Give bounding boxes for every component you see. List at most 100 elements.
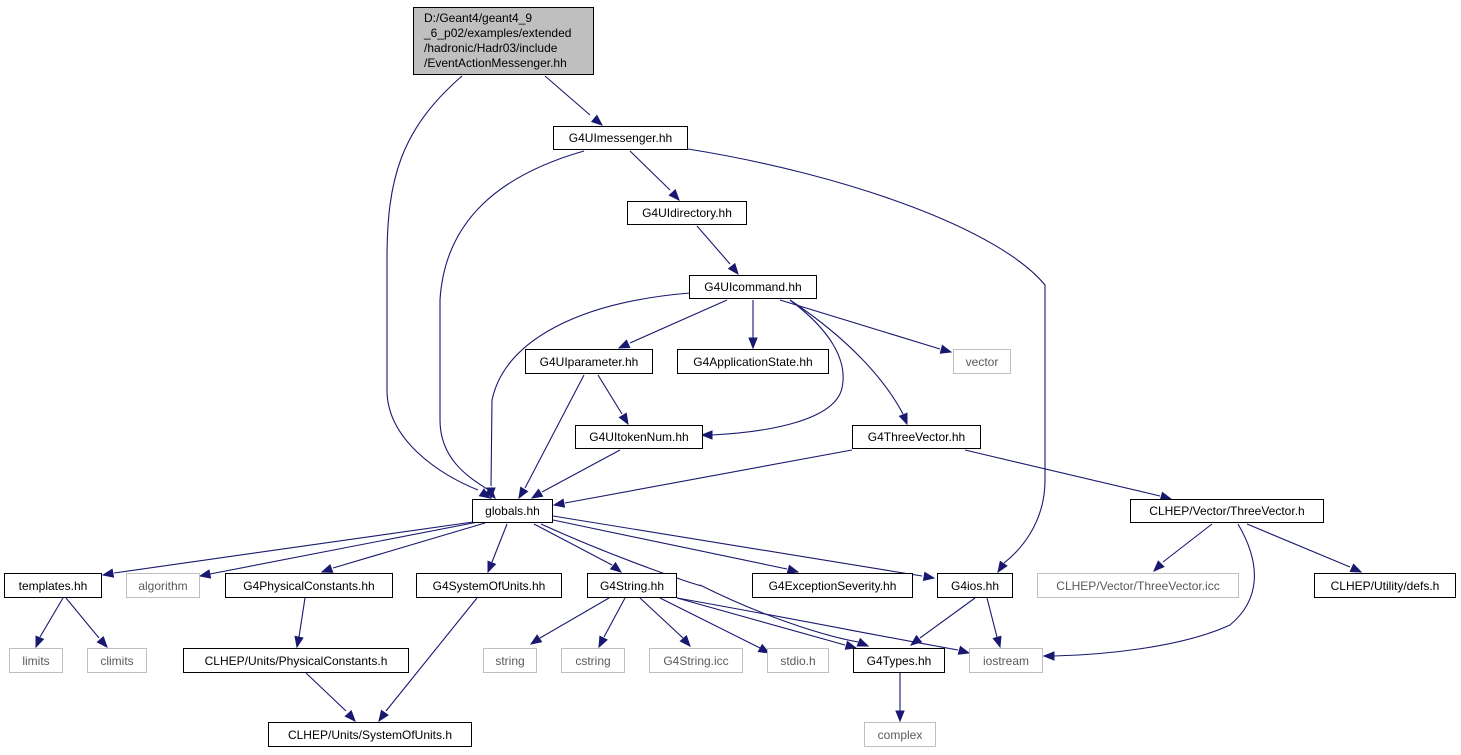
- edge-globals-to-templates: [101, 521, 474, 578]
- edge-line: [1053, 523, 1255, 657]
- edge-arrowhead: [786, 564, 800, 574]
- edge-g4string-to-cstring: [598, 597, 626, 649]
- edge-line: [332, 522, 486, 569]
- edge-arrowhead: [856, 637, 870, 647]
- node-clhep-systemofunits[interactable]: CLHEP/Units/SystemOfUnits.h: [268, 722, 472, 747]
- edge-arrowhead: [1042, 651, 1055, 661]
- edge-g4ios-to-iostream: [986, 597, 1002, 649]
- node-g4string[interactable]: G4String.hh: [587, 573, 677, 598]
- edge-g4threevector-to-globals: [552, 449, 853, 508]
- edge-line: [113, 521, 474, 574]
- node-g4uimessenger[interactable]: G4UImessenger.hh: [553, 126, 688, 150]
- edge-line: [539, 597, 610, 639]
- node-g4exceptionseverity[interactable]: G4ExceptionSeverity.hh: [752, 573, 913, 598]
- edge-g4uiparameter-to-globals: [518, 374, 585, 500]
- edge-line: [439, 150, 585, 490]
- edge-g4uicommand-to-g4threevector: [789, 299, 908, 426]
- edge-g4string-to-stdio: [659, 597, 771, 654]
- edge-g4uicommand-to-globals: [486, 292, 691, 500]
- node-g4physicalconstants[interactable]: G4PhysicalConstants.hh: [225, 573, 393, 598]
- edge-globals-to-g4ios: [552, 515, 936, 581]
- node-globals[interactable]: globals.hh: [472, 499, 553, 523]
- edge-g4string-to-iostream: [676, 597, 971, 655]
- edge-g4uicommand-to-g4uiparameter: [617, 299, 728, 349]
- edge-globals-to-algorithm: [198, 521, 479, 579]
- edge-line: [919, 597, 976, 639]
- node-g4uiparameter[interactable]: G4UIparameter.hh: [525, 349, 653, 374]
- edge-arrowhead: [529, 634, 543, 645]
- edge-g4threevector-to-clhep-threevector-h: [964, 449, 1173, 501]
- node-g4ios[interactable]: G4ios.hh: [937, 573, 1013, 598]
- edge-line: [564, 449, 853, 504]
- edge-line: [603, 597, 626, 638]
- edge-line: [533, 523, 613, 566]
- edge-arrowhead: [844, 640, 858, 650]
- edge-g4ios-to-g4types: [909, 597, 976, 646]
- edge-line: [597, 374, 623, 415]
- edge-arrowhead: [518, 486, 529, 500]
- edge-arrowhead: [487, 560, 497, 574]
- edge-g4string-to-string: [529, 597, 610, 645]
- node-clhep-physicalconstants[interactable]: CLHEP/Units/PhysicalConstants.h: [183, 648, 409, 673]
- edge-arrowhead: [101, 568, 115, 578]
- edge-globals-to-g4exceptionseverity: [552, 519, 800, 574]
- edge-line: [696, 225, 731, 265]
- edge-line: [789, 299, 904, 415]
- edge-arrowhead: [997, 560, 1008, 574]
- edge-arrowhead: [957, 645, 971, 655]
- edge-arrowhead: [700, 430, 713, 440]
- edge-g4uimessenger-to-g4ios: [687, 148, 1046, 574]
- edge-line: [541, 449, 621, 493]
- edge-line: [639, 597, 684, 639]
- edge-arrowhead: [344, 710, 356, 723]
- node-g4uitokennum[interactable]: G4UItokenNum.hh: [575, 425, 703, 449]
- edge-g4string-to-g4types: [676, 597, 858, 650]
- node-g4applicationstate[interactable]: G4ApplicationState.hh: [677, 349, 829, 374]
- node-g4systemofunits[interactable]: G4SystemOfUnits.hh: [416, 573, 562, 598]
- edge-arrowhead: [992, 635, 1002, 649]
- edge-arrowhead: [748, 337, 758, 350]
- edge-arrowhead: [198, 569, 212, 579]
- edge-g4physicalconstants-to-clhep-physicalconstants: [294, 597, 306, 649]
- edge-arrowhead: [590, 114, 604, 126]
- edge-arrowhead: [96, 636, 108, 649]
- node-cstring: cstring: [561, 648, 625, 673]
- edge-g4uicommand-to-vector: [779, 299, 953, 354]
- node-g4string-icc: G4String.icc: [649, 648, 743, 673]
- edge-line: [490, 292, 691, 487]
- edge-g4uicommand-to-g4applicationstate: [748, 300, 758, 350]
- edge-arrowhead: [35, 635, 45, 649]
- edge-g4uidirectory-to-g4uicommand: [696, 225, 739, 276]
- node-g4uidirectory[interactable]: G4UIdirectory.hh: [627, 201, 747, 225]
- edge-g4uimessenger-to-globals: [439, 150, 585, 500]
- root-path-line-2: _6_p02/examples/extended: [424, 26, 572, 40]
- edge-clhep-threevector-h-to-clhep-defs: [1246, 523, 1363, 573]
- edge-line: [779, 299, 941, 350]
- node-algorithm: algorithm: [126, 573, 200, 598]
- edge-line: [544, 75, 591, 116]
- edge-arrowhead: [294, 635, 304, 649]
- node-limits: limits: [9, 648, 63, 673]
- edge-arrowhead: [598, 635, 608, 649]
- node-templates[interactable]: templates.hh: [4, 573, 102, 598]
- edge-clhep-threevector-h-to-iostream: [1042, 523, 1255, 661]
- edge-line: [540, 523, 859, 643]
- node-clhep-defs[interactable]: CLHEP/Utility/defs.h: [1314, 573, 1456, 598]
- node-clhep-threevector-h[interactable]: CLHEP/Vector/ThreeVector.h: [1130, 499, 1324, 523]
- edge-line: [1246, 523, 1351, 568]
- edge-line: [964, 449, 1161, 497]
- edge-g4types-to-complex: [895, 673, 905, 723]
- node-g4threevector[interactable]: G4ThreeVector.hh: [852, 425, 981, 449]
- edge-root-to-g4uimessenger: [544, 75, 604, 126]
- edge-clhep-physicalconstants-to-clhep-systemofunits: [305, 672, 356, 723]
- edge-templates-to-climits: [65, 597, 108, 649]
- edge-templates-to-limits: [35, 597, 64, 649]
- node-g4types[interactable]: G4Types.hh: [853, 648, 945, 673]
- edge-globals-to-g4types: [540, 523, 870, 647]
- edge-arrowhead: [898, 412, 908, 426]
- node-g4uicommand[interactable]: G4UIcommand.hh: [689, 275, 817, 299]
- edge-line: [1162, 523, 1213, 563]
- edge-line: [676, 597, 959, 651]
